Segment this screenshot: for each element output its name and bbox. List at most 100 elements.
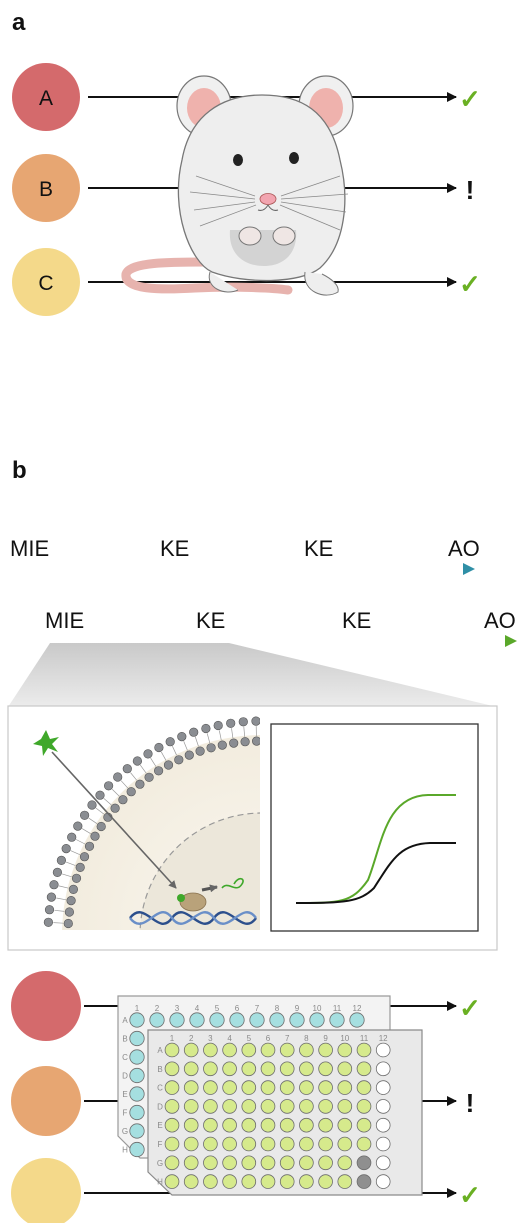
mouse-mouth <box>257 204 279 211</box>
lipid-head <box>213 720 223 731</box>
panel-label-b: b <box>12 457 27 484</box>
plate-col-label: 6 <box>235 1004 240 1013</box>
lipid-head <box>189 727 199 737</box>
plate-well <box>164 1174 180 1189</box>
plate-well <box>260 1099 276 1114</box>
lipid-head <box>217 740 227 750</box>
plate-well <box>318 1099 333 1114</box>
plate-well <box>279 1174 295 1189</box>
plate-well <box>149 1012 165 1028</box>
plate-well <box>260 1117 276 1133</box>
plate-well <box>299 1117 314 1133</box>
plate-well <box>299 1080 314 1095</box>
plate-well <box>375 1080 391 1095</box>
lipid-head <box>61 843 71 854</box>
plate-row-label: C <box>157 1084 163 1093</box>
plate-well <box>299 1099 314 1114</box>
plate-well <box>209 1012 225 1028</box>
transcript <box>221 877 244 889</box>
cell-illustration <box>43 716 260 930</box>
dna-strand-2 <box>129 911 257 925</box>
plate-well <box>183 1042 199 1058</box>
plate-well <box>289 1012 305 1028</box>
plate-col-label: 3 <box>175 1004 180 1013</box>
plate-well <box>241 1174 257 1189</box>
lipid-head <box>229 738 239 748</box>
plate-row-label: C <box>122 1053 128 1062</box>
plate-well <box>269 1012 285 1028</box>
ligand-path-arrow <box>51 751 177 889</box>
lipid-head <box>90 831 100 841</box>
plate-well <box>164 1155 180 1171</box>
plate-well <box>222 1155 237 1171</box>
plate-well <box>203 1061 218 1077</box>
plate-well <box>183 1136 199 1152</box>
plate-well <box>375 1042 391 1058</box>
lipid-tail <box>81 828 91 835</box>
plate-well <box>229 1012 245 1028</box>
pathway-top: MIE KE KE AO <box>10 536 480 575</box>
plate-row-label: G <box>122 1127 128 1136</box>
plate-well <box>203 1155 218 1171</box>
lipid-head <box>238 717 248 727</box>
plate-well <box>164 1080 180 1095</box>
plate-col-label: 9 <box>323 1034 328 1043</box>
plate-well <box>249 1012 265 1028</box>
compound-circle <box>11 1158 81 1223</box>
plate-well <box>183 1080 199 1095</box>
plate-well <box>337 1099 353 1114</box>
pathway-top-label-4: AO <box>448 536 480 561</box>
plate-well <box>375 1061 391 1077</box>
plate-col-label: 10 <box>340 1034 349 1043</box>
plate-well <box>318 1061 333 1077</box>
plate-well <box>222 1117 237 1133</box>
lipid-tail <box>103 798 112 806</box>
compound-circle-B <box>12 154 80 222</box>
plate-well <box>356 1174 372 1189</box>
plate-col-label: 1 <box>135 1004 140 1013</box>
plate-col-label: 1 <box>170 1034 175 1043</box>
plate-well <box>375 1174 391 1189</box>
plate-well <box>337 1042 353 1058</box>
plate-row-label: D <box>122 1072 128 1081</box>
plate-col-label: 5 <box>247 1034 252 1043</box>
plate-well <box>222 1136 237 1152</box>
plate-col-label: 5 <box>215 1004 220 1013</box>
lipid-tail <box>218 730 222 741</box>
lipid-head <box>251 716 260 726</box>
plate-well <box>356 1117 372 1133</box>
plate-well <box>318 1136 333 1152</box>
dose-response-plot <box>270 723 479 932</box>
plate-well <box>299 1061 314 1077</box>
lipid-head <box>66 895 76 906</box>
compound-circle-A <box>12 63 80 131</box>
plate-well <box>349 1012 365 1028</box>
plate-well <box>356 1042 372 1058</box>
lipid-head <box>201 723 211 734</box>
plate-well <box>260 1061 276 1077</box>
plate-well <box>260 1136 276 1152</box>
plate-well <box>129 1086 145 1102</box>
plate-well <box>189 1012 205 1028</box>
plate-well <box>299 1155 314 1171</box>
plate-well <box>337 1136 353 1152</box>
pathway-bottom-label-1: MIE <box>45 608 84 633</box>
plate-well <box>337 1155 353 1171</box>
plate-well <box>241 1061 257 1077</box>
lipid-head <box>49 880 59 890</box>
outcome-mark-B: ! <box>466 175 475 205</box>
plate-well <box>318 1174 333 1189</box>
plate-col-label: 12 <box>379 1034 388 1043</box>
pathway-bottom-label-3: KE <box>342 608 371 633</box>
lipid-head <box>71 873 82 883</box>
pathway-bottom: MIE KE KE AO <box>45 608 517 647</box>
plate-row-label: B <box>157 1065 162 1074</box>
pathway-top-label-2: KE <box>160 536 189 561</box>
lipid-head <box>44 905 55 915</box>
zoom-wedge <box>8 643 497 707</box>
bound-ligand <box>177 894 185 902</box>
plate-col-label: 4 <box>227 1034 232 1043</box>
